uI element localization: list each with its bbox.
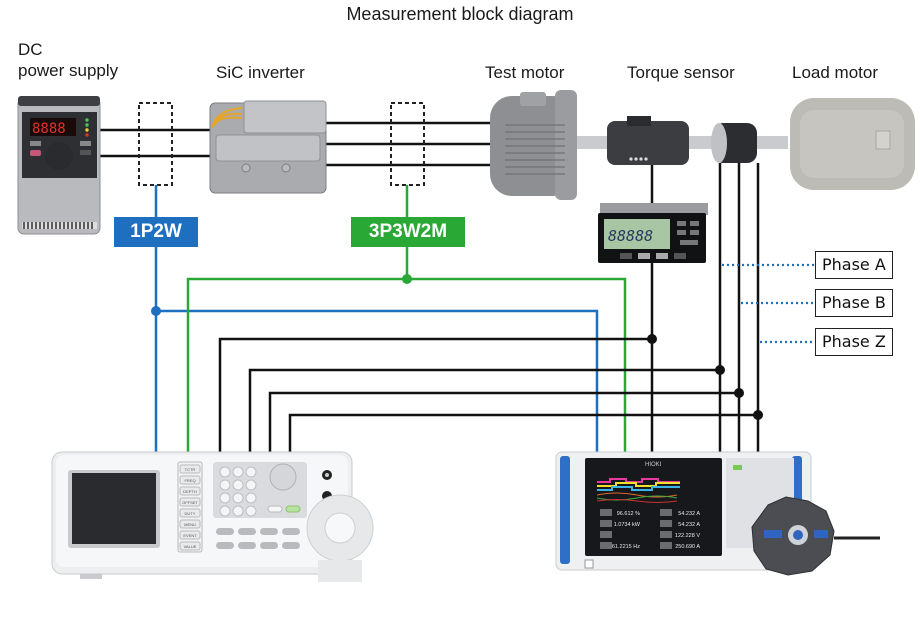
torque-sensor-device — [607, 116, 689, 165]
dc-power-lines — [100, 128, 212, 158]
reading-tag — [600, 520, 612, 527]
encoder-b-to-source — [268, 391, 739, 452]
source-side-button[interactable] — [179, 530, 201, 540]
junction-dot-green — [402, 274, 412, 284]
shaft-2 — [688, 136, 714, 149]
junction-dot-blue — [151, 306, 161, 316]
phase-b-label: Phase B — [815, 289, 893, 317]
phase-z-label: Phase Z — [815, 328, 893, 356]
source-side-button-label: DUTY — [185, 511, 196, 516]
analyzer-reading: 54.232 A — [678, 511, 700, 517]
test-motor-device — [490, 90, 577, 200]
torque-wire-to-source — [218, 337, 652, 452]
source-side-button[interactable] — [179, 475, 201, 485]
sic-inverter-label: SiC inverter — [216, 63, 305, 82]
load-motor-label: Load motor — [792, 63, 878, 82]
shaft-1 — [577, 136, 607, 149]
source-side-button-label: EVENT — [183, 533, 197, 538]
diagram-title: Measurement block diagram — [346, 4, 574, 24]
torque-sensor-label: Torque sensor — [627, 63, 735, 82]
source-side-button[interactable] — [179, 464, 201, 474]
source-side-button[interactable] — [179, 486, 201, 496]
badge-3p3w2m: 3P3W2M — [351, 217, 465, 247]
dc-power-supply-device: 8888 — [17, 96, 101, 235]
source-side-button-label: OFFSET — [182, 500, 198, 505]
shaft-3 — [756, 136, 788, 149]
torque-meter-device: 88888 — [598, 203, 708, 263]
analyzer-reading: 61.2215 Hz — [612, 544, 640, 550]
torque-meter-display: 88888 — [608, 227, 653, 245]
phase-a-label: Phase A — [815, 251, 893, 279]
current-transformer-ring — [306, 494, 374, 582]
clamp-current-sensor — [751, 496, 880, 576]
ac-wire-loop — [186, 277, 627, 452]
ac-current-sensor-box — [390, 102, 425, 186]
dc-power-supply-label-line2: power supply — [18, 61, 119, 80]
dc-wire-to-analyzer — [156, 309, 599, 452]
reading-tag — [660, 531, 672, 538]
waveform-source-device: TCTR FREQ DEPTH OFFSET DUTY MENU EVENT VALUE — [51, 451, 353, 579]
reading-tag — [660, 542, 672, 549]
junction-dot-b — [734, 388, 744, 398]
reading-tag — [600, 509, 612, 516]
power-analyzer-device: HIOKI 96.612 % 1.0734 kW 61.2215 Hz 54.232 … — [555, 451, 812, 571]
source-side-button[interactable] — [179, 541, 201, 551]
reading-tag — [660, 520, 672, 527]
test-motor-label: Test motor — [485, 63, 565, 82]
dc-power-supply-label-line1: DC — [18, 40, 43, 59]
junction-dot-z — [753, 410, 763, 420]
source-side-button-label: MENU — [184, 522, 196, 527]
dc-current-sensor-box — [138, 102, 173, 186]
reading-tag — [600, 542, 612, 549]
analyzer-reading: 122.228 V — [675, 533, 700, 539]
analyzer-reading: 54.232 A — [678, 522, 700, 528]
analyzer-reading: 250.690 A — [675, 544, 700, 550]
analyzer-reading: 1.0734 kW — [614, 522, 641, 528]
badge-1p2w: 1P2W — [114, 217, 198, 247]
source-side-button-label: TCTR — [185, 467, 196, 472]
encoder-a-to-source — [248, 368, 720, 452]
encoder-device — [711, 123, 757, 163]
junction-dot-torque — [647, 334, 657, 344]
source-side-button-label: DEPTH — [183, 489, 197, 494]
source-side-button[interactable] — [179, 519, 201, 529]
source-side-button-label: VALUE — [184, 544, 197, 549]
source-side-button[interactable] — [179, 497, 201, 507]
phase-leaders — [722, 263, 815, 344]
analyzer-reading: 96.612 % — [617, 511, 640, 517]
source-side-button-label: FREQ — [184, 478, 195, 483]
dc-supply-display: 8888 — [32, 121, 66, 137]
analyzer-brand: HIOKI — [645, 462, 662, 468]
reading-tag — [660, 509, 672, 516]
reading-tag — [600, 531, 612, 538]
ac-power-lines — [326, 121, 492, 167]
measurement-wiring — [154, 163, 760, 452]
sic-inverter-device — [209, 100, 327, 194]
junction-dot-a — [715, 365, 725, 375]
source-side-button[interactable] — [179, 508, 201, 518]
load-motor-device — [790, 98, 915, 190]
encoder-z-to-source — [288, 413, 758, 452]
